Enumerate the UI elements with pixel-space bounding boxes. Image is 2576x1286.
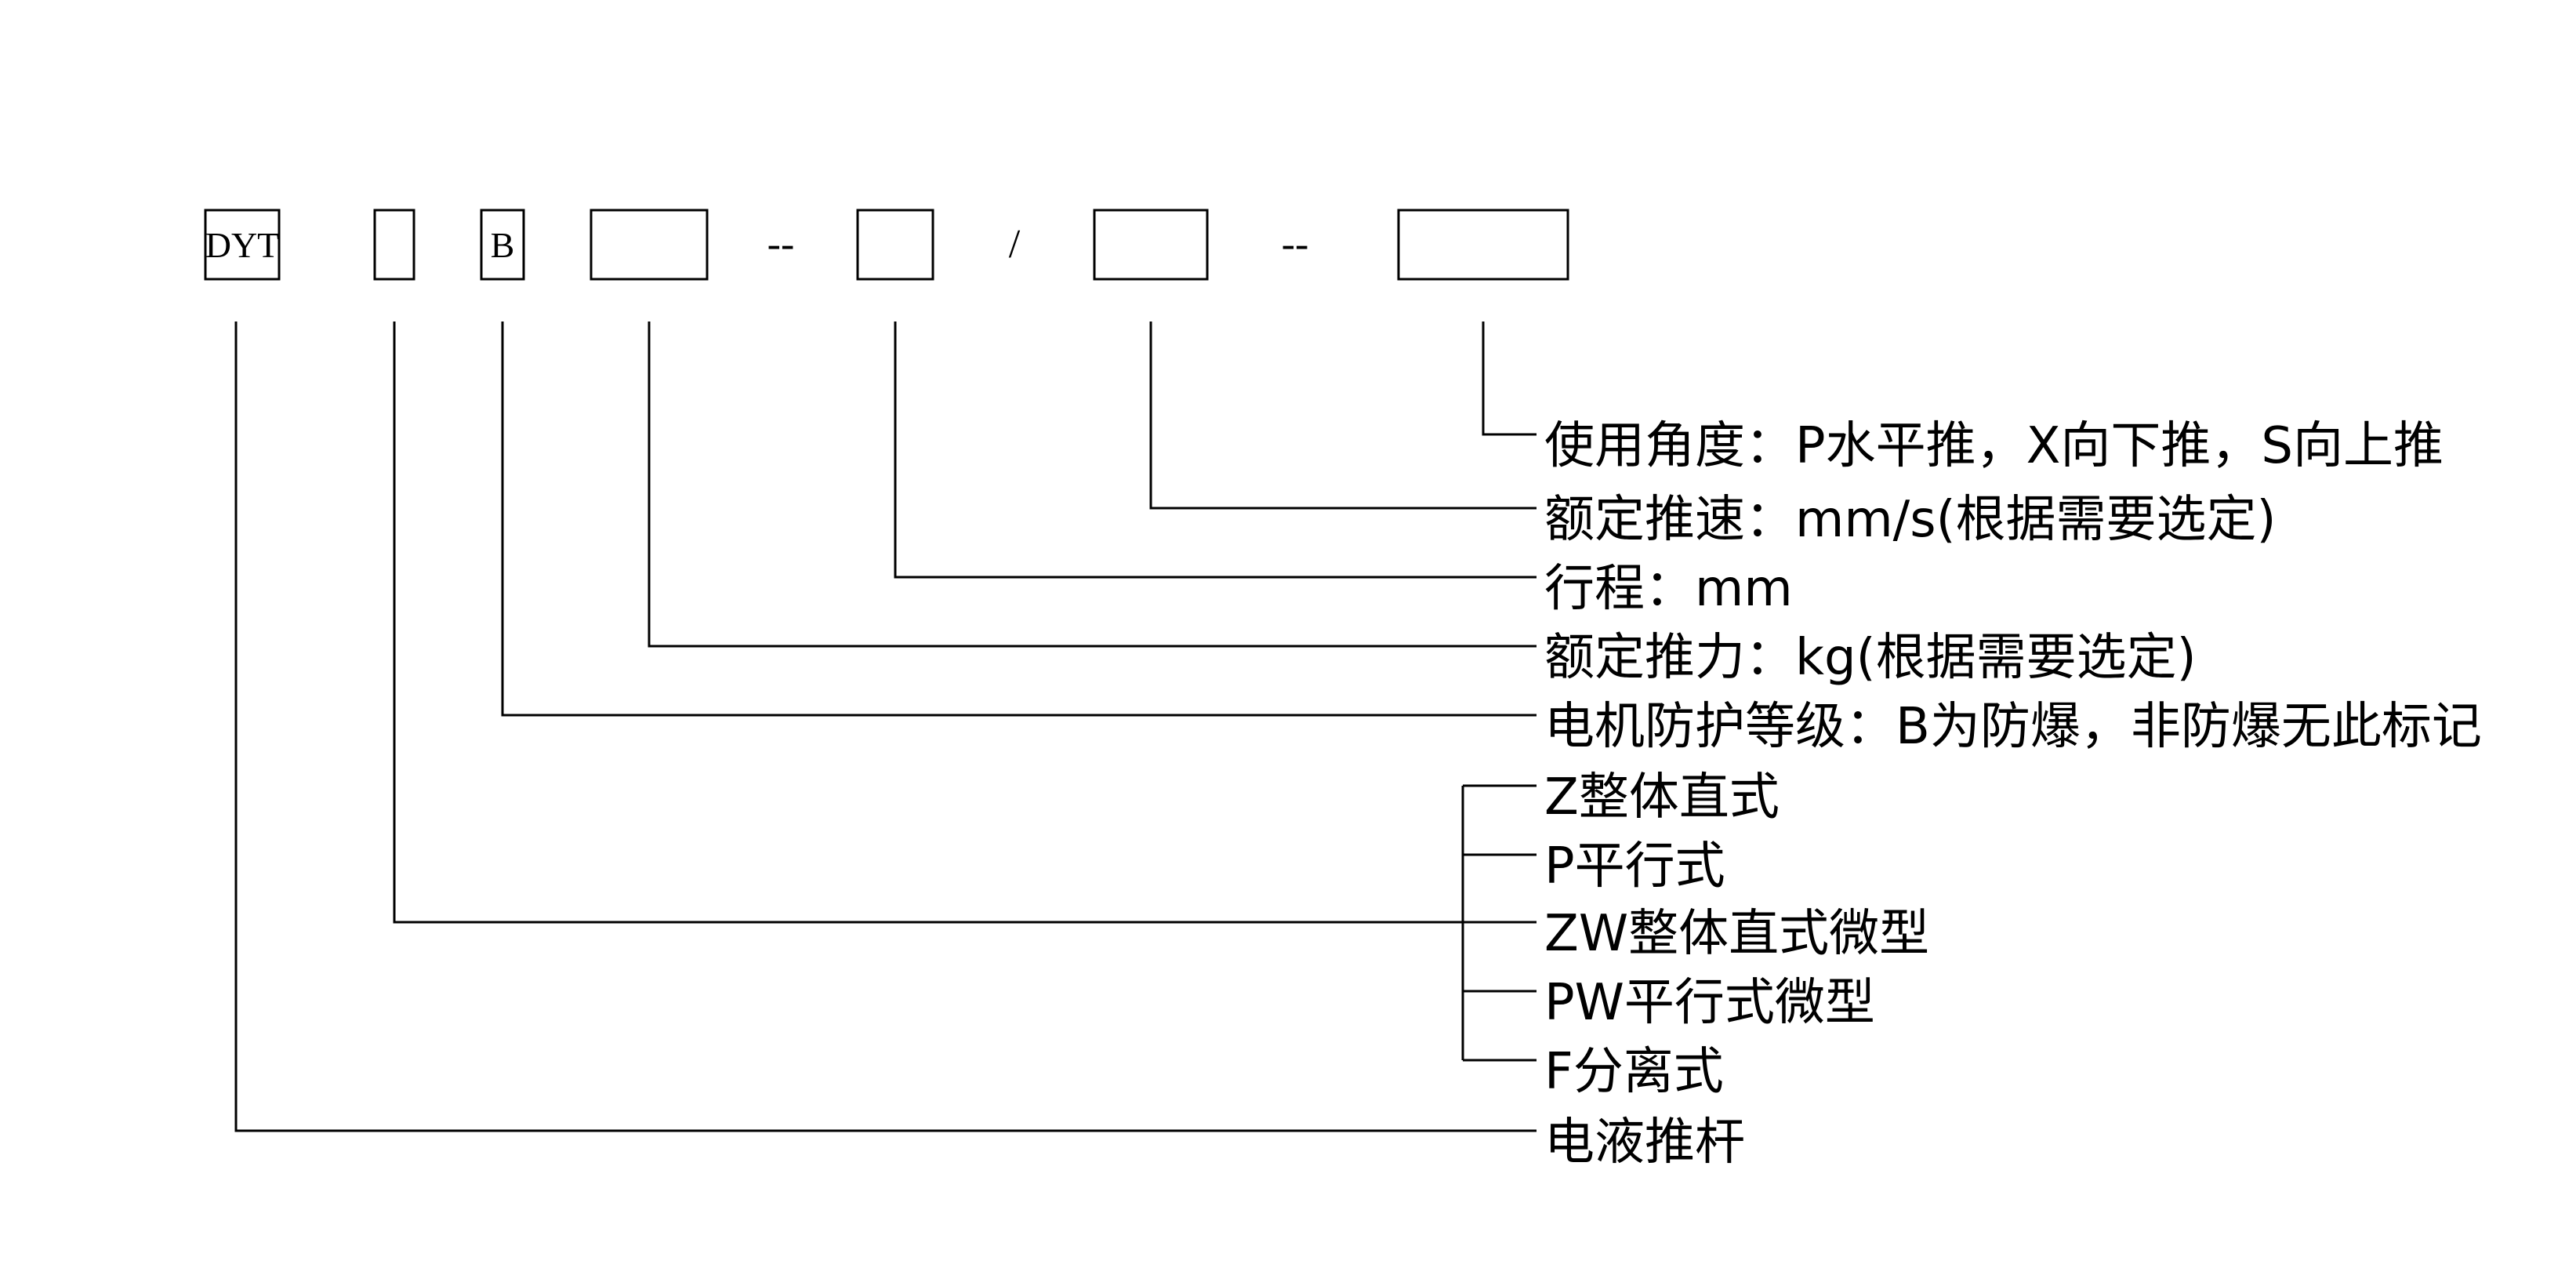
box-speed [1093, 209, 1209, 281]
separator-slash: / [1009, 222, 1021, 267]
box-stroke [856, 209, 934, 281]
separator-dash-1: -- [767, 222, 795, 267]
leader-thrust [648, 322, 1537, 648]
leader-product [234, 322, 1537, 1132]
label-type-z: Z整体直式 [1544, 768, 1780, 826]
code-boxes: DYT B -- / -- [204, 209, 1569, 281]
label-type-pw: PW平行式微型 [1544, 974, 1875, 1032]
label-angle: 使用角度：P水平推，X向下推，S向上推 [1544, 417, 2444, 475]
labels: 使用角度：P水平推，X向下推，S向上推 额定推速：mm/s(根据需要选定) 行程… [1544, 417, 2482, 1172]
leader-stroke [894, 322, 1537, 579]
box-protection-text: B [491, 225, 515, 265]
box-angle [1397, 209, 1569, 281]
label-type-zw: ZW整体直式微型 [1544, 905, 1929, 963]
box-prefix-text: DYT [205, 225, 280, 265]
separator-dash-2: -- [1282, 222, 1309, 267]
leader-protection [501, 322, 1537, 717]
label-protection: 电机防护等级：B为防爆，非防爆无此标记 [1544, 698, 2482, 756]
box-prefix [204, 209, 281, 281]
box-protection [480, 209, 525, 281]
label-product: 电液推杆 [1544, 1113, 1745, 1172]
leader-type [393, 322, 1463, 924]
leader-speed [1149, 322, 1537, 510]
label-stroke: 行程：mm [1544, 560, 1793, 618]
label-speed: 额定推速：mm/s(根据需要选定) [1544, 491, 2277, 549]
label-type-f: F分离式 [1544, 1043, 1724, 1101]
label-thrust: 额定推力：kg(根据需要选定) [1544, 629, 2197, 687]
label-type-p: P平行式 [1544, 837, 1725, 895]
leader-lines [234, 322, 1537, 1132]
box-type [373, 209, 415, 281]
leader-angle [1482, 322, 1537, 436]
box-thrust [590, 209, 709, 281]
